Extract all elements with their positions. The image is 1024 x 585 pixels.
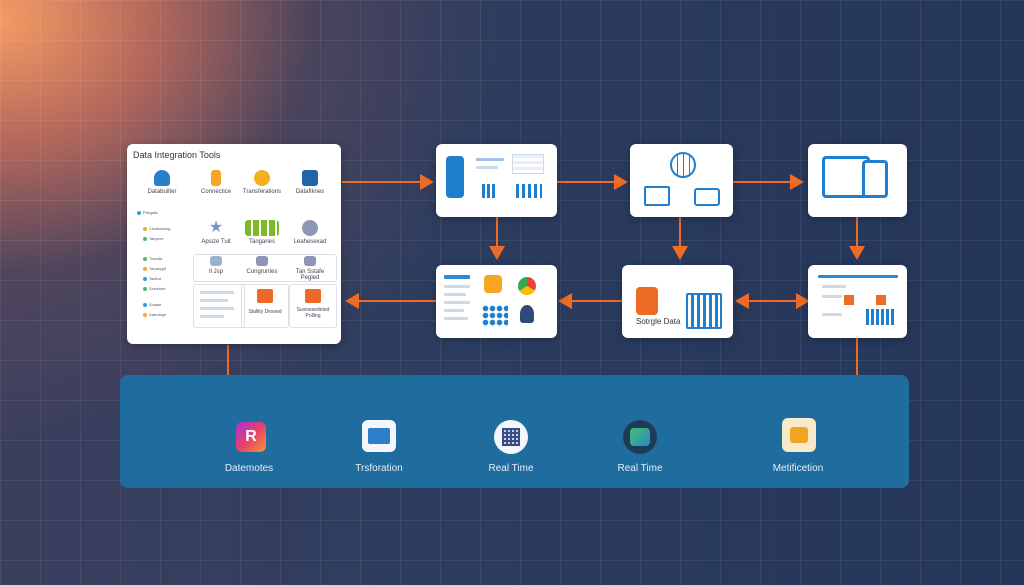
realtime-grid-icon[interactable] — [494, 420, 528, 454]
tools-panel: Data Integration Tools Prtrgsits Ctuabol… — [127, 144, 341, 344]
phone-icon — [446, 156, 464, 198]
cube-icon — [304, 256, 316, 266]
star-icon: ★ — [208, 219, 224, 236]
side-item[interactable]: Ctuaboloing — [143, 226, 170, 231]
user-icon — [154, 170, 170, 186]
datemotes-icon[interactable]: R — [236, 422, 266, 452]
lock-icon — [484, 275, 502, 293]
tool-tile[interactable]: ★ Apsize Tuit — [201, 219, 231, 246]
tool-tile[interactable]: Connectice — [193, 170, 239, 195]
side-item[interactable]: Sceistoet — [143, 286, 165, 291]
tool-tile[interactable]: Databuilter — [139, 170, 185, 195]
bar-chart-icon — [866, 309, 896, 325]
phone-icon — [862, 160, 888, 198]
database-icon — [302, 170, 318, 186]
stage-label: Datemotes — [224, 463, 274, 474]
stage-label: Real Time — [617, 463, 663, 474]
side-item[interactable]: Daeologe — [143, 312, 166, 317]
mini-table-icon — [512, 154, 544, 174]
bar-chart-icon — [482, 184, 496, 198]
bars-icon — [245, 220, 279, 236]
connector-icon — [211, 170, 221, 186]
tool-tile[interactable]: Tan Sstafe Pegled — [287, 256, 333, 281]
analytics-card[interactable] — [630, 144, 733, 217]
side-item[interactable]: Tactive — [143, 276, 161, 281]
side-item[interactable]: Tanpere — [143, 236, 163, 241]
stage-label: Real Time — [488, 463, 534, 474]
realtime-stream-icon[interactable] — [623, 420, 657, 454]
mini-list-box — [193, 284, 245, 328]
dashboard-card[interactable] — [436, 144, 557, 217]
cluster-icon — [302, 220, 318, 236]
storage-card[interactable]: Sotrgle Data — [622, 265, 733, 338]
reports-card[interactable] — [808, 265, 907, 338]
stage-label: Trsforation — [355, 463, 403, 474]
bar-chart-icon — [686, 293, 722, 329]
tool-tile[interactable]: Datafiknes — [287, 170, 333, 195]
tools-panel-title: Data Integration Tools — [133, 150, 221, 160]
orange-square-icon — [844, 295, 854, 305]
transform-icon — [254, 170, 270, 186]
chrome-icon — [518, 277, 536, 295]
collaboration-card[interactable] — [436, 265, 557, 338]
transformation-icon[interactable] — [362, 420, 396, 452]
orange-square-icon — [257, 289, 273, 303]
tool-tile[interactable]: Congruntes — [239, 256, 285, 275]
side-item[interactable]: Prtrgsits — [137, 210, 158, 215]
notification-icon[interactable] — [782, 418, 816, 452]
orange-square-icon — [876, 295, 886, 305]
side-item[interactable]: Tanpsyglf — [143, 266, 166, 271]
bar-chart-icon — [516, 184, 542, 198]
storage-icon — [636, 287, 658, 315]
clock-icon — [694, 188, 720, 206]
grid-icon — [210, 256, 222, 266]
tool-box-stability[interactable]: Stallity Dessed — [241, 284, 289, 328]
cube-icon — [256, 256, 268, 266]
line-chart-icon — [644, 186, 670, 206]
tool-tile[interactable]: Leahesexad — [287, 220, 333, 245]
devices-card[interactable] — [808, 144, 907, 217]
user-icon — [520, 305, 534, 323]
globe-icon — [670, 152, 696, 178]
app-grid-icon — [482, 305, 508, 327]
side-item[interactable]: Solase — [143, 302, 161, 307]
tool-tile[interactable]: Transferations — [239, 170, 285, 195]
side-item[interactable]: Tosrafd — [143, 256, 162, 261]
tool-tile[interactable]: Il Jsp — [193, 256, 239, 275]
tool-tile[interactable]: Tanganes — [239, 220, 285, 245]
stage-label: Metificetion — [772, 463, 824, 474]
orange-square-icon — [305, 289, 321, 303]
storage-card-label: Sotrgle Data — [636, 317, 681, 326]
tool-box-polling[interactable]: Suvisesedeted Polling — [289, 284, 337, 328]
tool-row-box — [193, 254, 337, 282]
